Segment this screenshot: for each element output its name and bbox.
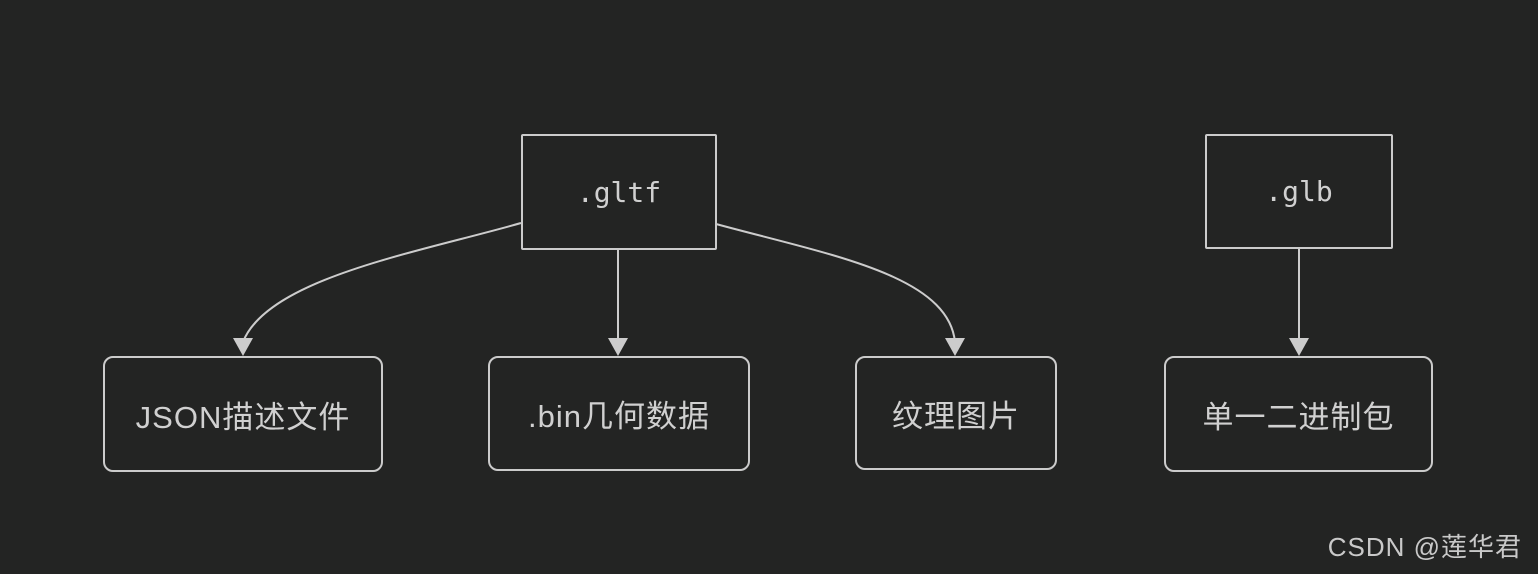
node-bin-geom-label: .bin几何数据 — [528, 399, 710, 434]
node-texture: 纹理图片 — [855, 356, 1057, 470]
edge-glb-to-single-binary — [1289, 249, 1309, 356]
csdn-watermark: CSDN @莲华君 — [1327, 532, 1522, 562]
edge-gltf-to-texture — [715, 223, 965, 356]
node-gltf-label: .gltf — [576, 175, 662, 209]
node-json-desc: JSON描述文件 — [103, 356, 383, 472]
node-glb: .glb — [1205, 134, 1393, 249]
node-bin-geom: .bin几何数据 — [488, 356, 750, 471]
node-glb-label: .glb — [1265, 175, 1333, 208]
node-json-desc-label: JSON描述文件 — [135, 399, 351, 435]
edge-gltf-to-bin-geom — [608, 250, 628, 356]
node-single-binary: 单一二进制包 — [1164, 356, 1433, 472]
node-texture-label: 纹理图片 — [892, 398, 1020, 434]
node-single-binary-label: 单一二进制包 — [1202, 399, 1395, 435]
edge-gltf-to-json-desc — [233, 222, 522, 356]
node-gltf: .gltf — [521, 134, 717, 250]
